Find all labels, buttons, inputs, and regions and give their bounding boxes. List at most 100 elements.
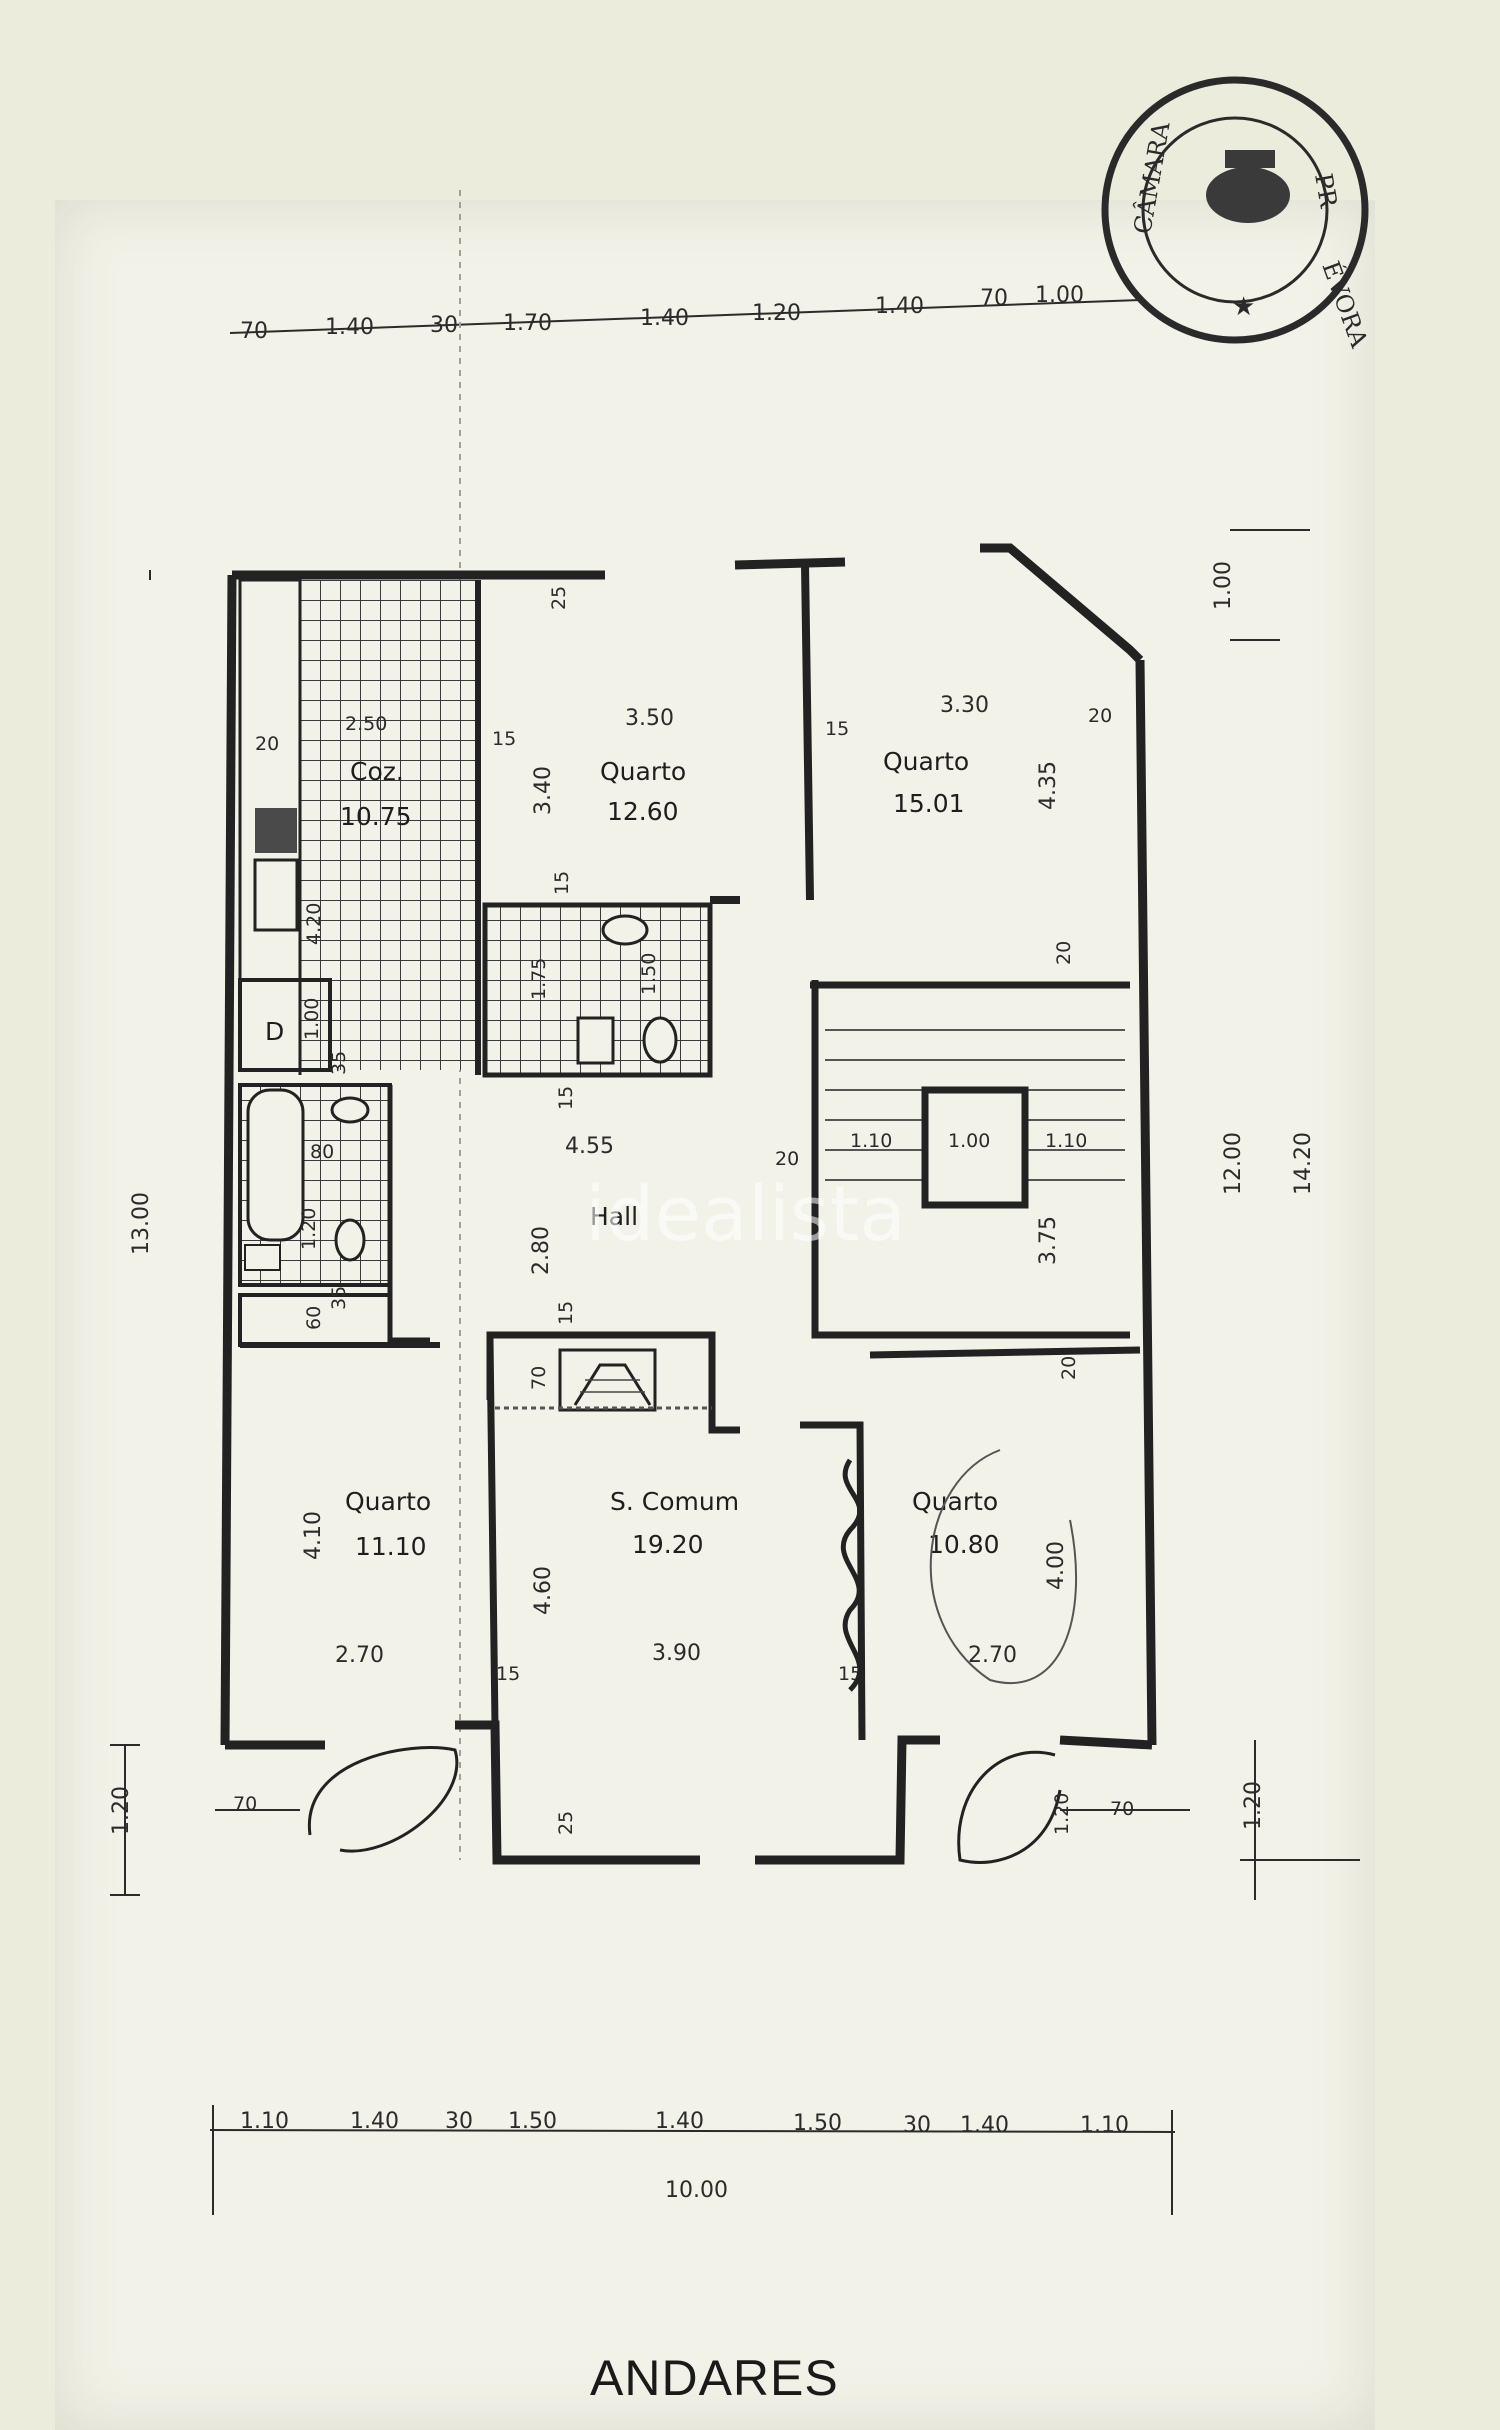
wall-mark: 15 [551, 871, 573, 895]
wall-mark: 20 [775, 1148, 799, 1170]
middle-bathroom: 15 1.75 1.50 [482, 871, 740, 1078]
room-name: Quarto [912, 1487, 998, 1516]
toilet-icon [334, 1218, 366, 1262]
bedroom-bottom-left: Quarto 11.10 2.70 4.10 15 [240, 1339, 520, 1853]
left-bathroom: 80 1.20 60 35 35 [238, 1051, 430, 1347]
right-dimension [1230, 529, 1310, 641]
wall-mark: 15 [555, 1086, 577, 1110]
left-dimension [110, 570, 151, 1896]
wall-mark: 20 [1088, 705, 1112, 727]
closet-mark: 60 [303, 1306, 325, 1330]
room-name: Quarto [600, 757, 686, 786]
bath-mark-2: 1.20 [298, 1208, 320, 1250]
exterior-walls [220, 543, 1157, 1865]
top-dim-label: 1.20 [752, 301, 801, 326]
wall-mark: 15 [492, 728, 516, 750]
top-dimension-labels: 70 1.40 30 1.70 1.40 1.20 1.40 70 1.00 [240, 283, 1084, 344]
pantry-room: D 1.00 [238, 978, 332, 1072]
room-area: 19.20 [632, 1530, 704, 1559]
wardrobe-divider [800, 1421, 866, 1741]
room-name: Quarto [345, 1487, 431, 1516]
room-name: Quarto [883, 747, 969, 776]
bottom-dim-label: 30 [445, 2109, 473, 2134]
closet-mark-2: 35 [328, 1286, 350, 1310]
sink-icon [601, 914, 649, 946]
sink-icon [330, 1096, 370, 1124]
stair-height: 3.75 [1036, 1216, 1061, 1265]
wall-mark: 15 [825, 718, 849, 740]
kitchen-room: Coz. 10.75 2.50 20 4.20 [238, 578, 481, 1075]
room-width: 3.30 [940, 693, 989, 718]
right-bottom-dim: 1.20 [1241, 1781, 1266, 1830]
entry-dimension-lines [215, 1740, 1360, 1900]
bottom-dim-label: 1.10 [240, 2109, 289, 2134]
room-width: 3.50 [625, 706, 674, 731]
bottom-dim-label: 1.40 [350, 2109, 399, 2134]
door-swing-icon [307, 1746, 459, 1853]
hall: Hall 4.55 2.80 15 15 [529, 1086, 638, 1325]
hall-height: 2.80 [529, 1226, 554, 1275]
bottom-dim-label: 1.50 [793, 2111, 842, 2136]
kitchen-mark: 20 [255, 733, 279, 755]
watermark-logo: idealista [585, 1169, 906, 1258]
entry-dim-right: 70 [1110, 1798, 1134, 1820]
room-height: 4.00 [1044, 1541, 1069, 1590]
stamp-text-top: PR [1309, 171, 1343, 210]
bottom-dim-label: 30 [903, 2113, 931, 2138]
bottom-dimension-line [209, 2105, 1176, 2215]
top-dim-label: 30 [430, 313, 458, 338]
top-dimension-line [229, 190, 1141, 1860]
bidet-icon [244, 1244, 281, 1271]
top-dim-label: 1.40 [875, 294, 924, 319]
municipal-stamp: CÂMARA ÉVORA PR ★ [1101, 76, 1374, 352]
stair-left: 1.10 [850, 1130, 892, 1152]
bottom-dim-label: 1.10 [1080, 2113, 1129, 2138]
stair-right: 1.10 [1045, 1130, 1087, 1152]
bidet-icon [576, 1016, 615, 1065]
stamp-text-left: CÂMARA [1127, 119, 1175, 236]
room-name: S. Comum [610, 1487, 739, 1516]
bath-mark: 80 [310, 1141, 334, 1163]
stamp-star-icon: ★ [1232, 292, 1255, 322]
fireplace-mark: 70 [528, 1366, 550, 1390]
wall-mark: 25 [548, 586, 570, 610]
wall-mark: 25 [555, 1811, 577, 1835]
room-area: 11.10 [355, 1532, 427, 1561]
bottom-dim-label: 1.40 [655, 2109, 704, 2134]
right-mid-dim: 12.00 [1221, 1132, 1246, 1195]
room-height: 4.10 [301, 1511, 326, 1560]
room-area: 10.80 [928, 1530, 1000, 1559]
stamp-crest-icon [1206, 150, 1290, 223]
pantry-size: 1.00 [301, 998, 323, 1040]
top-dim-label: 1.00 [1035, 283, 1084, 308]
right-total-dim: 14.20 [1291, 1132, 1316, 1195]
kitchen-area: 10.75 [340, 802, 412, 831]
bottom-dim-label: 1.40 [960, 2113, 1009, 2138]
room-width: 2.70 [968, 1643, 1017, 1668]
room-width: 2.70 [335, 1643, 384, 1668]
hall-width: 4.55 [565, 1134, 614, 1159]
right-top-dim: 1.00 [1211, 561, 1236, 610]
entry-dim-left: 70 [233, 1793, 257, 1815]
common-room: S. Comum 19.20 3.90 4.60 25 15 [531, 1487, 862, 1835]
fireplace: 70 [486, 1331, 740, 1434]
top-dim-label: 1.40 [325, 315, 374, 340]
wall-mark: 15 [496, 1663, 520, 1685]
wall-mark: 15 [555, 1301, 577, 1325]
wall-mark: 20 [1053, 941, 1075, 965]
pantry-label: D [265, 1017, 284, 1046]
stair-core [921, 1086, 1029, 1209]
kitchen-name: Coz. [350, 757, 404, 786]
stair-center: 1.00 [948, 1130, 990, 1152]
bath-size-2: 1.50 [638, 953, 660, 995]
bottom-dim-label: 1.50 [508, 2109, 557, 2134]
left-total-dim: 13.00 [129, 1192, 154, 1255]
room-width: 3.90 [652, 1641, 701, 1666]
bedroom-top-right: Quarto 15.01 3.30 4.35 15 20 20 [825, 693, 1112, 965]
wall-mark: 20 [1058, 1356, 1080, 1380]
room-area: 15.01 [893, 789, 965, 818]
left-bottom-dim: 1.20 [109, 1786, 134, 1835]
bottom-dimension-labels: 1.10 1.40 30 1.50 1.40 1.50 30 1.40 1.10 [240, 2109, 1129, 2138]
